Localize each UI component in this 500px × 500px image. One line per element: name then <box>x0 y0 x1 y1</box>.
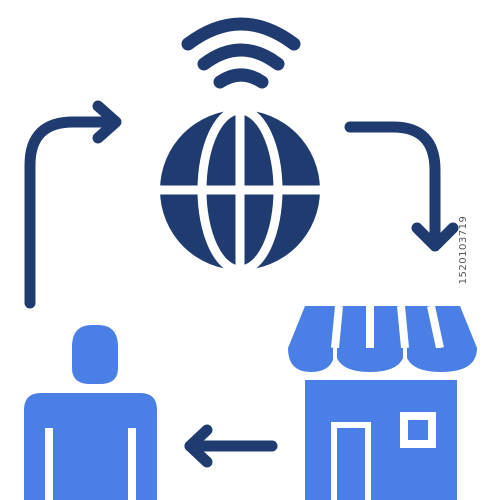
wifi-icon <box>181 17 301 89</box>
arrow-right-down-icon <box>344 121 459 252</box>
stock-id-text: 1520103719 <box>458 215 470 285</box>
arrow-left-icon <box>184 424 278 468</box>
globe-icon <box>160 105 320 275</box>
store-icon <box>288 305 477 500</box>
person-icon <box>24 325 157 500</box>
arrow-up-right-icon <box>24 100 122 309</box>
